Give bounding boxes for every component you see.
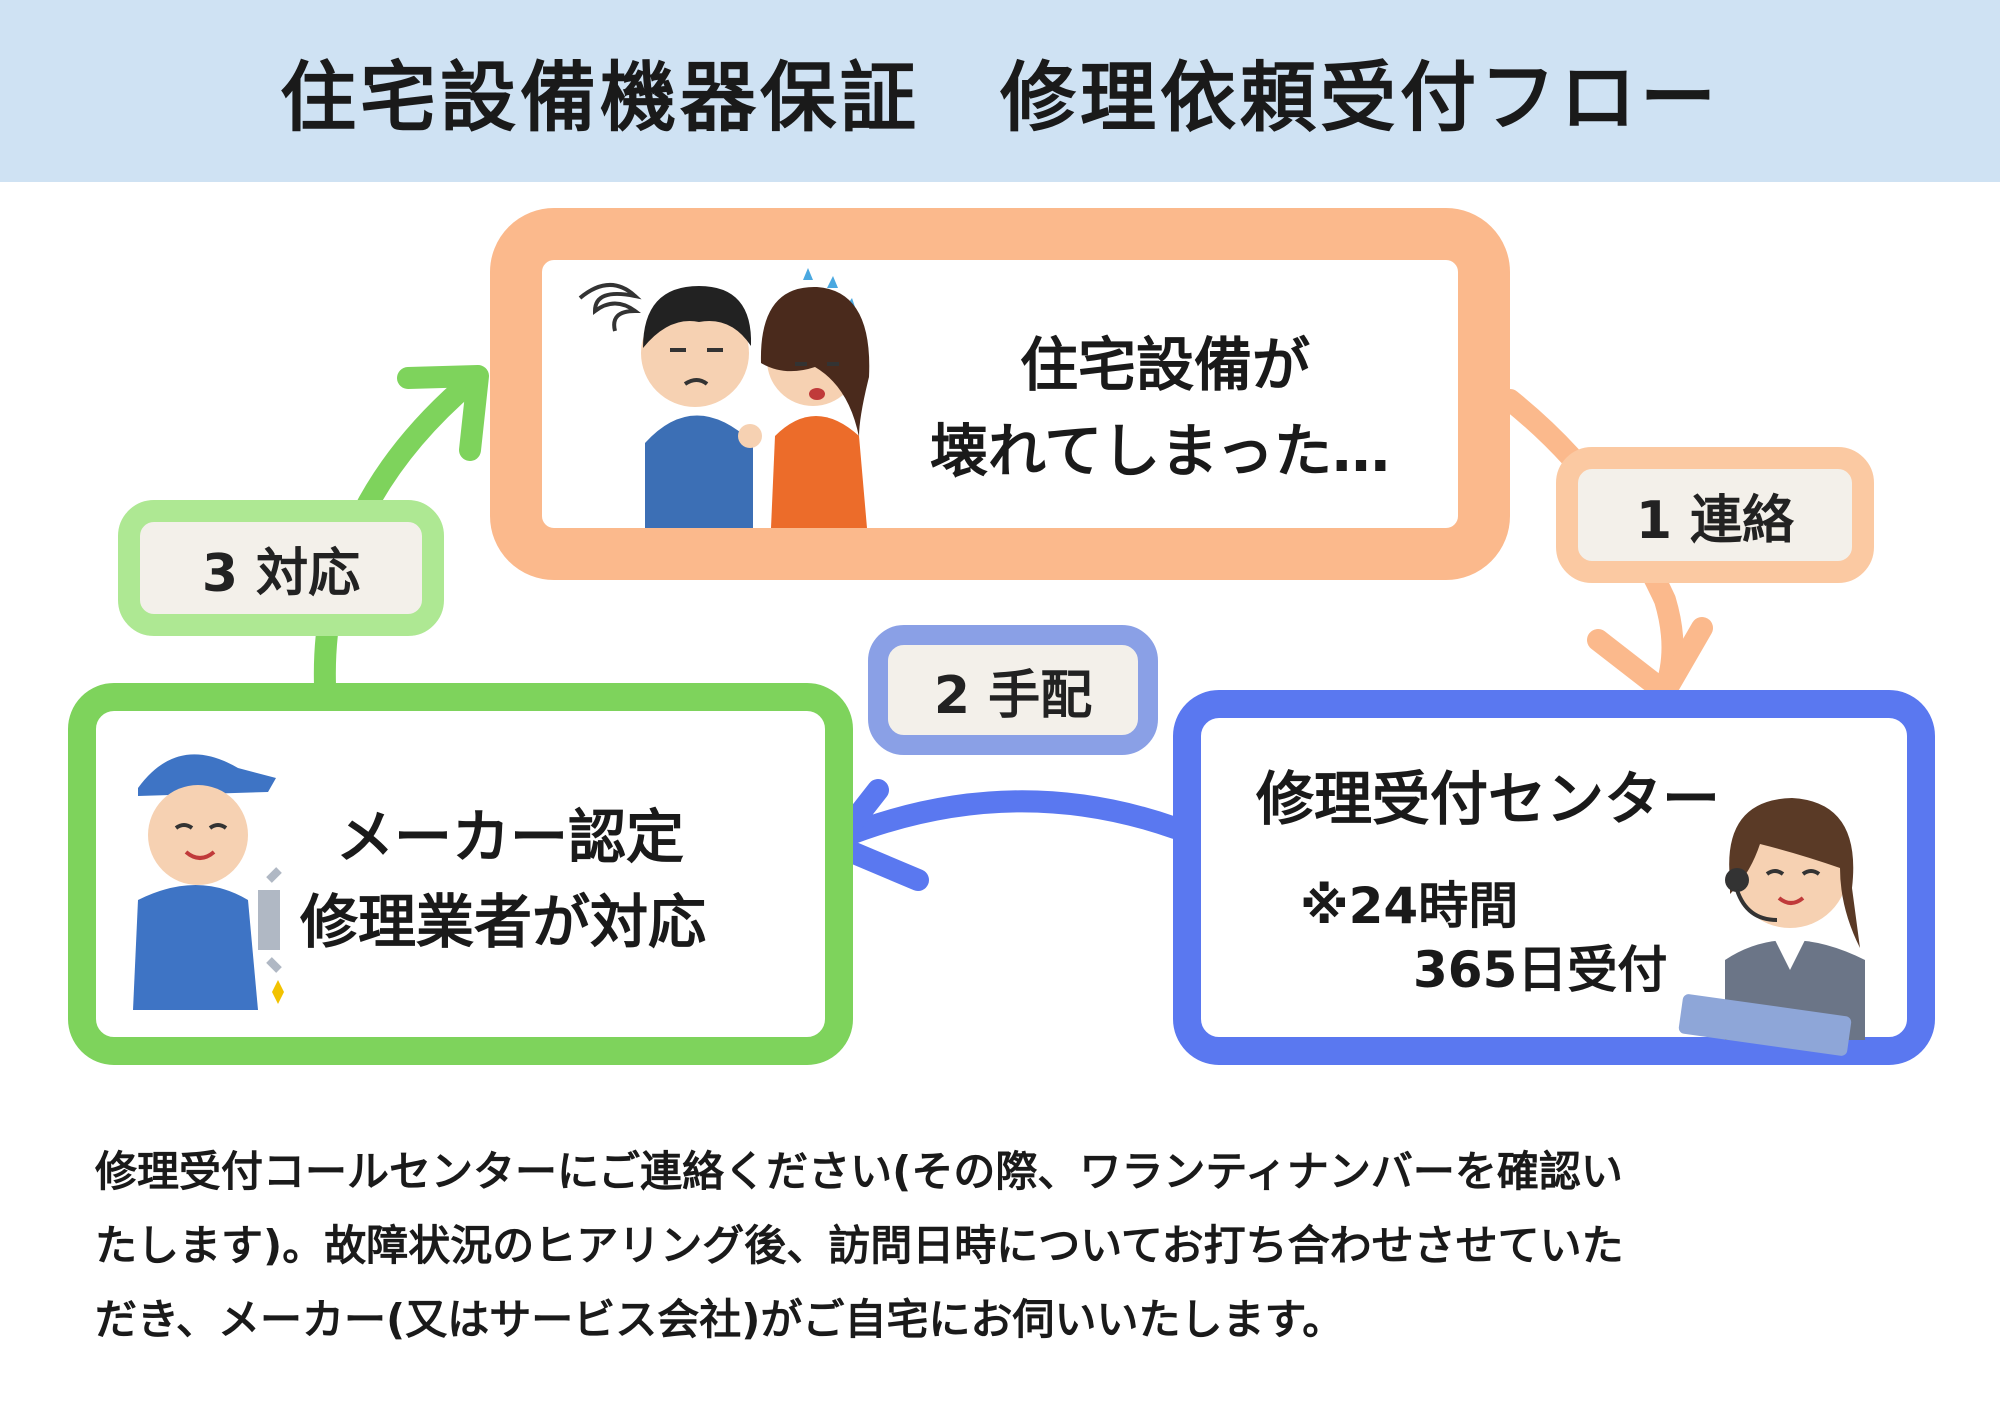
operator-headset-icon bbox=[1678, 798, 1865, 1056]
footer-line: たします)。故障状況のヒアリング後、訪問日時についてお打ち合わせさせていた bbox=[95, 1221, 1624, 1270]
step-center-days: 365日受付 bbox=[1413, 941, 1668, 999]
arrow-step2 bbox=[829, 790, 1186, 849]
footer-description: 修理受付コールセンターにご連絡ください(その際、ワランティナンバーを確認い たし… bbox=[95, 1135, 1945, 1357]
header-band: 住宅設備機器保証 修理依頼受付フロー bbox=[0, 0, 2000, 182]
step-maker-line2: 修理業者が対応 bbox=[300, 888, 707, 956]
step-label-arrange: 2 手配 bbox=[868, 625, 1158, 755]
footer-line: だき、メーカー(又はサービス会社)がご自宅にお伺いいたします。 bbox=[95, 1295, 1345, 1344]
step-broken-line1: 住宅設備が bbox=[1020, 331, 1311, 399]
repair-worker-icon bbox=[133, 754, 284, 1010]
step-center-title: 修理受付センター bbox=[1256, 765, 1721, 833]
worried-couple-icon bbox=[578, 268, 870, 528]
step-maker-line1: メーカー認定 bbox=[336, 803, 685, 871]
step-label-respond: 3 対応 bbox=[118, 500, 444, 636]
step-label-contact: 1 連絡 bbox=[1556, 447, 1874, 583]
arrow-step3-head bbox=[397, 365, 489, 461]
step-broken-line2: 壊れてしまった… bbox=[930, 417, 1390, 485]
step-center-hours: ※24時間 bbox=[1300, 877, 1519, 935]
arrow-step1-head bbox=[1587, 617, 1713, 703]
page-title: 住宅設備機器保証 修理依頼受付フロー bbox=[280, 53, 1720, 142]
footer-line: 修理受付コールセンターにご連絡ください(その際、ワランティナンバーを確認い bbox=[95, 1147, 1623, 1196]
